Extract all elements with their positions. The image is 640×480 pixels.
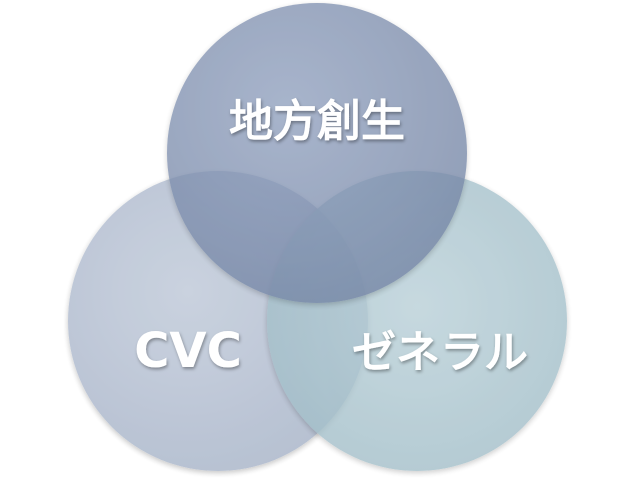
label-regional: 地方創生	[229, 96, 405, 147]
label-general: ゼネラル	[352, 327, 528, 378]
label-cvc: CVC	[134, 323, 242, 379]
circle-regional	[167, 3, 467, 303]
